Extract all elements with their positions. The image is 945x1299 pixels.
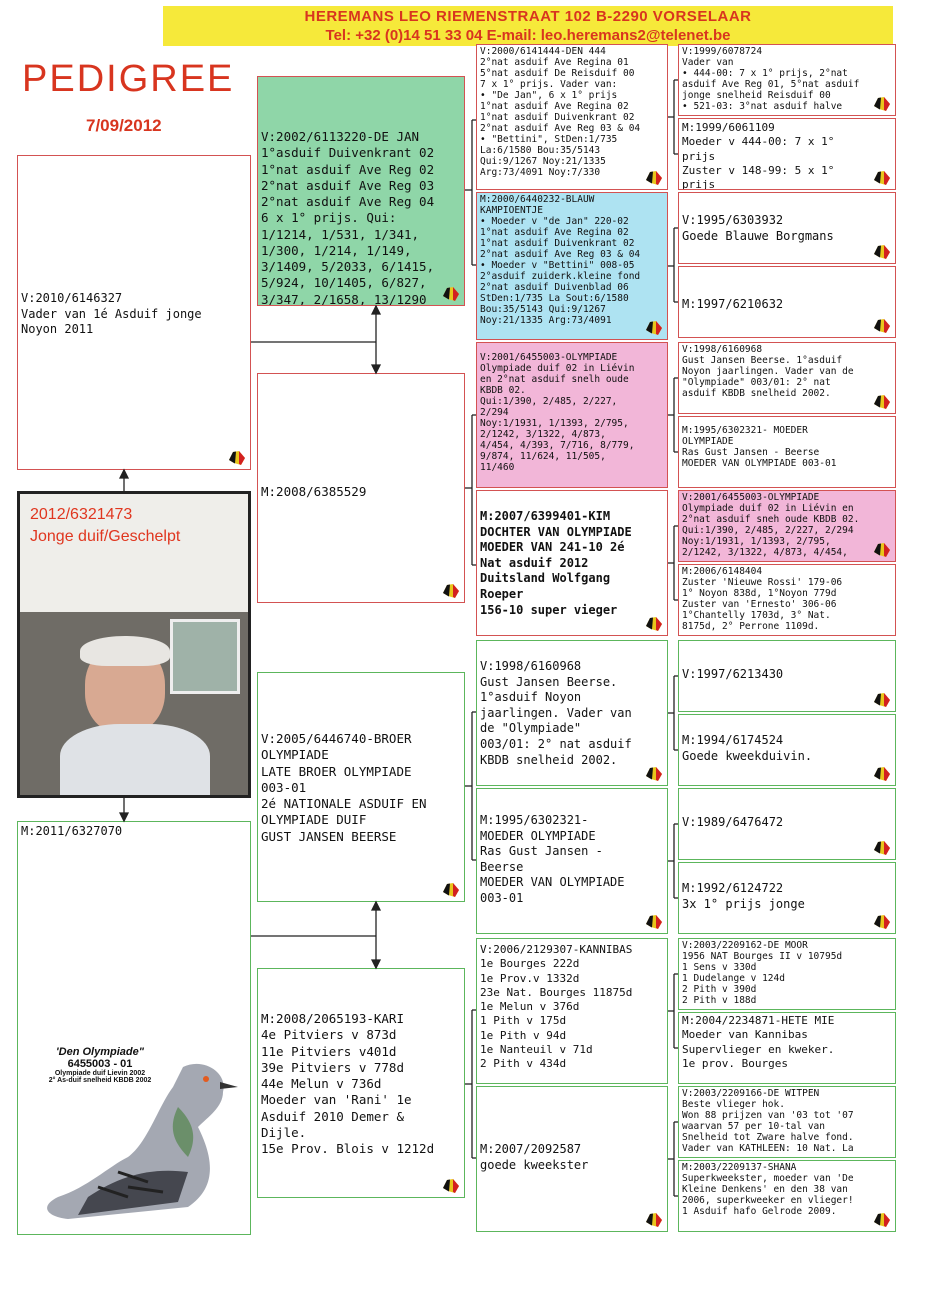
- gen3-card-7[interactable]: V:2006/2129307-KANNIBAS 1e Bourges 222d …: [476, 938, 668, 1084]
- breeder-address: HEREMANS LEO RIEMENSTRAAT 102 B-2290 VOR…: [304, 8, 752, 25]
- belgium-flag-icon: [874, 245, 890, 259]
- gen4-card-10[interactable]: M:1994/6174524 Goede kweekduivin.: [678, 714, 896, 786]
- gen3-card-3[interactable]: V:2001/6455003-OLYMPIADE Olympiade duif …: [476, 342, 668, 488]
- gen3-info-7: V:2006/2129307-KANNIBAS 1e Bourges 222d …: [480, 943, 633, 1071]
- gen3-info-8: M:2007/2092587 goede kweekster: [480, 1142, 589, 1172]
- photo-bird-ring: 6455003 - 01: [67, 1058, 133, 1070]
- belgium-flag-icon: [874, 543, 890, 557]
- belgium-flag-icon: [229, 451, 245, 465]
- gen4-card-5[interactable]: V:1998/6160968 Gust Jansen Beerse. 1°asd…: [678, 342, 896, 414]
- belgium-flag-icon: [646, 915, 662, 929]
- dam-dam-card[interactable]: M:2008/2065193-KARI 4e Pitviers v 873d 1…: [257, 968, 465, 1198]
- belgium-flag-icon: [443, 584, 459, 598]
- gen3-card-4[interactable]: M:2007/6399401-KIM DOCHTER VAN OLYMPIADE…: [476, 490, 668, 636]
- gen4-card-15[interactable]: V:2003/2209166-DE WITPEN Beste vlieger h…: [678, 1086, 896, 1158]
- gen3-card-6[interactable]: M:1995/6302321- MOEDER OLYMPIADE Ras Gus…: [476, 788, 668, 934]
- belgium-flag-icon: [874, 841, 890, 855]
- gen3-info-4: M:2007/6399401-KIM DOCHTER VAN OLYMPIADE…: [480, 509, 632, 617]
- pedigree-date: 7/09/2012: [86, 116, 162, 135]
- gen4-info-10: M:1994/6174524 Goede kweekduivin.: [682, 733, 813, 763]
- gen4-info-5: V:1998/6160968 Gust Jansen Beerse. 1°asd…: [682, 344, 854, 400]
- gen4-card-6[interactable]: M:1995/6302321- MOEDER OLYMPIADE Ras Gus…: [678, 416, 896, 488]
- belgium-flag-icon: [646, 617, 662, 631]
- gen4-card-11[interactable]: V:1989/6476472: [678, 788, 896, 860]
- sire-card[interactable]: V:2010/6146327 Vader van 1é Asduif jonge…: [17, 155, 251, 470]
- gen3-card-2[interactable]: M:2000/6440232-BLAUW KAMPIOENTJE • Moede…: [476, 192, 668, 340]
- belgium-flag-icon: [443, 287, 459, 301]
- dam-sire-card[interactable]: V:2005/6446740-BROER OLYMPIADE LATE BROE…: [257, 672, 465, 902]
- gen4-card-12[interactable]: M:1992/6124722 3x 1° prijs jonge: [678, 862, 896, 934]
- gen3-info-3: V:2001/6455003-OLYMPIADE Olympiade duif …: [480, 352, 635, 474]
- photo-bird-note-1: Olympiade duif Lievin 2002: [54, 1070, 146, 1077]
- gen4-info-6: M:1995/6302321- MOEDER OLYMPIADE Ras Gus…: [682, 425, 837, 470]
- sire-dam-info: M:2008/6385529: [261, 484, 367, 499]
- gen4-card-3[interactable]: V:1995/6303932 Goede Blauwe Borgmans: [678, 192, 896, 264]
- gen3-card-5[interactable]: V:1998/6160968 Gust Jansen Beerse. 1°asd…: [476, 640, 668, 786]
- belgium-flag-icon: [874, 1213, 890, 1227]
- gen4-info-13: V:2003/2209162-DE MOOR 1956 NAT Bourges …: [682, 940, 843, 1007]
- gen4-card-8[interactable]: M:2006/6148404 Zuster 'Nieuwe Rossi' 179…: [678, 564, 896, 636]
- gen4-card-1[interactable]: V:1999/6078724 Vader van • 444-00: 7 x 1…: [678, 44, 896, 116]
- dam-info: M:2011/6327070: [21, 824, 123, 838]
- gen4-card-13[interactable]: V:2003/2209162-DE MOOR 1956 NAT Bourges …: [678, 938, 896, 1010]
- belgium-flag-icon: [874, 171, 890, 185]
- breeder-contact: Tel: +32 (0)14 51 33 04 E-mail: leo.here…: [325, 27, 731, 44]
- gen4-info-2: M:1999/6061109 Moeder v 444-00: 7 x 1° p…: [682, 121, 835, 190]
- belgium-flag-icon: [874, 767, 890, 781]
- dam-sire-info: V:2005/6446740-BROER OLYMPIADE LATE BROE…: [261, 731, 427, 844]
- sire-sire-info: V:2002/6113220-DE JAN 1°asduif Duivenkra…: [261, 129, 435, 306]
- belgium-flag-icon: [874, 395, 890, 409]
- belgium-flag-icon: [874, 319, 890, 333]
- gen4-card-2[interactable]: M:1999/6061109 Moeder v 444-00: 7 x 1° p…: [678, 118, 896, 190]
- gen4-info-12: M:1992/6124722 3x 1° prijs jonge: [682, 881, 805, 911]
- subject-photo: 2012/6321473 Jonge duif/Geschelpt: [17, 491, 251, 798]
- breeder-header: HEREMANS LEO RIEMENSTRAAT 102 B-2290 VOR…: [163, 6, 893, 46]
- gen3-info-1: V:2000/6141444-DEN 444 2°nat asduif Ave …: [480, 46, 641, 179]
- gen4-card-14[interactable]: M:2004/2234871-HETE MIE Moeder van Kanni…: [678, 1012, 896, 1084]
- belgium-flag-icon: [874, 97, 890, 111]
- gen3-info-6: M:1995/6302321- MOEDER OLYMPIADE Ras Gus…: [480, 813, 625, 905]
- gen4-info-1: V:1999/6078724 Vader van • 444-00: 7 x 1…: [682, 46, 860, 113]
- belgium-flag-icon: [646, 321, 662, 335]
- belgium-flag-icon: [443, 1179, 459, 1193]
- pigeon-icon: [47, 1063, 238, 1219]
- belgium-flag-icon: [443, 883, 459, 897]
- gen4-card-4[interactable]: M:1997/6210632: [678, 266, 896, 338]
- subject-ring: 2012/6321473: [30, 506, 133, 523]
- gen4-info-7: V:2001/6455003-OLYMPIADE Olympiade duif …: [682, 492, 860, 559]
- gen4-info-11: V:1989/6476472: [682, 815, 784, 829]
- belgium-flag-icon: [646, 1213, 662, 1227]
- gen3-info-5: V:1998/6160968 Gust Jansen Beerse. 1°asd…: [480, 659, 632, 767]
- gen3-card-1[interactable]: V:2000/6141444-DEN 444 2°nat asduif Ave …: [476, 44, 668, 190]
- sire-dam-card[interactable]: M:2008/6385529: [257, 373, 465, 603]
- gen4-info-8: M:2006/6148404 Zuster 'Nieuwe Rossi' 179…: [682, 566, 843, 633]
- gen4-info-16: M:2003/2209137-SHANA Superkweekster, moe…: [682, 1162, 854, 1218]
- gen4-info-9: V:1997/6213430: [682, 667, 784, 681]
- photo-bird-caption: 'Den Olympiade" 6455003 - 01 Olympiade d…: [30, 1046, 170, 1084]
- belgium-flag-icon: [646, 767, 662, 781]
- gen4-info-15: V:2003/2209166-DE WITPEN Beste vlieger h…: [682, 1088, 854, 1155]
- dam-card[interactable]: M:2011/6327070 'Den Olympiade" 6455003 -…: [17, 821, 251, 1235]
- photo-bird-name: 'Den Olympiade": [56, 1046, 144, 1058]
- sire-sire-card[interactable]: V:2002/6113220-DE JAN 1°asduif Duivenkra…: [257, 76, 465, 306]
- belgium-flag-icon: [874, 693, 890, 707]
- page-title: PEDIGREE: [22, 58, 235, 100]
- gen4-card-7[interactable]: V:2001/6455003-OLYMPIADE Olympiade duif …: [678, 490, 896, 562]
- belgium-flag-icon: [646, 171, 662, 185]
- gen4-info-14: M:2004/2234871-HETE MIE Moeder van Kanni…: [682, 1014, 835, 1070]
- subject-description: Jonge duif/Geschelpt: [30, 528, 181, 545]
- gen4-card-16[interactable]: M:2003/2209137-SHANA Superkweekster, moe…: [678, 1160, 896, 1232]
- dam-dam-info: M:2008/2065193-KARI 4e Pitviers v 873d 1…: [261, 1011, 435, 1156]
- belgium-flag-icon: [874, 915, 890, 929]
- gen4-info-4: M:1997/6210632: [682, 297, 784, 311]
- gen4-info-3: V:1995/6303932 Goede Blauwe Borgmans: [682, 213, 834, 243]
- gen4-card-9[interactable]: V:1997/6213430: [678, 640, 896, 712]
- photo-bird-note-2: 2° As-duif snelheid KBDB 2002: [48, 1077, 152, 1084]
- gen3-info-2: M:2000/6440232-BLAUW KAMPIOENTJE • Moede…: [480, 194, 641, 327]
- gen3-card-8[interactable]: M:2007/2092587 goede kweekster: [476, 1086, 668, 1232]
- sire-info: V:2010/6146327 Vader van 1é Asduif jonge…: [21, 291, 202, 337]
